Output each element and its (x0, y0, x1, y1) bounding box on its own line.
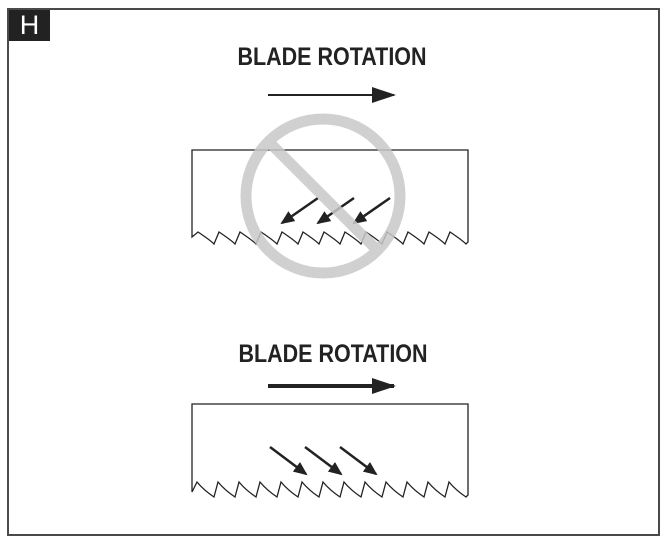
blade-rotation-label-incorrect: BLADE ROTATION (237, 43, 427, 71)
wrong-tooth-arrow-1 (280, 196, 319, 225)
blade-segment-correct (191, 403, 469, 499)
correct-tooth-arrow-3 (339, 446, 378, 476)
correct-diagram (191, 378, 469, 499)
blade-rotation-label-correct: BLADE ROTATION (238, 340, 428, 368)
correct-tooth-arrow-1 (269, 446, 308, 476)
wrong-tooth-arrow-3 (352, 196, 391, 225)
prohibition-icon (240, 113, 406, 279)
correct-tooth-arrow-2 (304, 446, 343, 476)
incorrect-diagram (191, 87, 469, 279)
panel-letter-badge: H (9, 10, 50, 41)
